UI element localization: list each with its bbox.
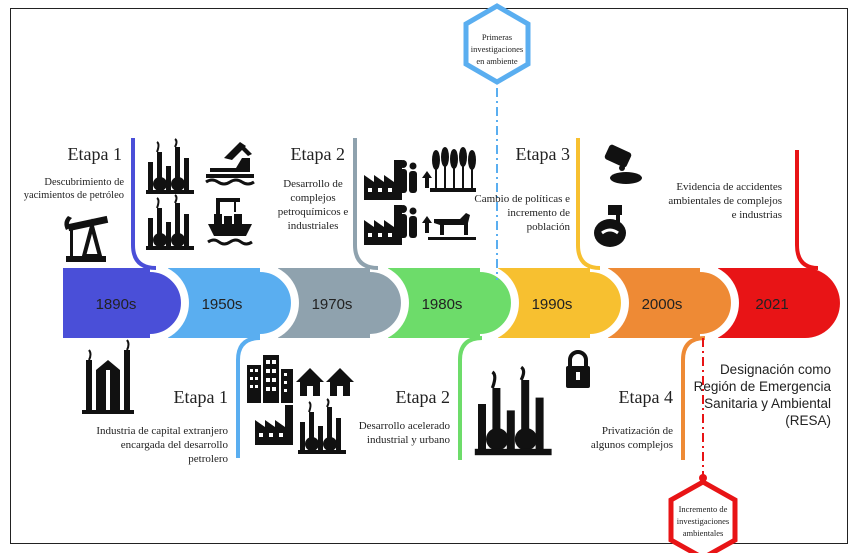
top-etapa1-line1: Descubrimiento de — [44, 177, 124, 188]
year-label-1970s: 1970s — [312, 296, 353, 313]
wheat-crop-icon — [429, 147, 477, 193]
factory-icon — [364, 160, 402, 200]
resa-line2: Región de Emergencia — [694, 379, 832, 394]
timeline-segment-1980s — [388, 264, 519, 342]
resa-line1: Designación como — [720, 362, 831, 377]
year-label-1980s: 1980s — [422, 296, 463, 313]
evidencia-line1: Evidencia de accidentes — [676, 181, 782, 193]
city-buildings-icon — [247, 355, 293, 403]
refinery-icon — [145, 138, 195, 195]
timeline-segment-2021 — [718, 268, 840, 338]
top-etapa1-title: Etapa 1 — [68, 144, 122, 164]
bottom-etapa4-block: Etapa 4 Privatización de algunos complej… — [591, 387, 673, 451]
diagram-frame — [10, 8, 848, 544]
timeline-segment-1990s — [498, 264, 629, 342]
year-label-1990s: 1990s — [532, 296, 573, 313]
timeline-segment-1890s — [63, 264, 189, 342]
port-ship-icon — [207, 198, 253, 246]
bottom-etapa4-title: Etapa 4 — [619, 387, 673, 407]
year-label-1950s: 1950s — [202, 296, 243, 313]
houses-icon — [326, 368, 354, 396]
bottom-etapa1-line3: petrolero — [188, 453, 228, 465]
oil-spill-icon — [604, 144, 642, 184]
factory-icon — [364, 205, 402, 245]
top-etapa1-block: Etapa 1 Descubrimiento de yacimientos de… — [24, 144, 125, 201]
top-etapa2-block: Etapa 2 Desarrollo de complejos petroquí… — [278, 144, 349, 232]
houses-icon — [296, 368, 324, 396]
evidencia-line2: ambientales de complejos — [668, 195, 782, 207]
top-etapa3-block: Etapa 3 Cambio de políticas e incremento… — [474, 144, 570, 233]
excavator-icon — [205, 142, 255, 186]
refinery-icon — [145, 194, 195, 251]
hex-bottom-line2: investigaciones — [677, 516, 729, 526]
timeline-band — [63, 264, 840, 342]
livestock-icon — [428, 213, 476, 240]
hex-top-line2: investigaciones — [471, 44, 523, 54]
top-etapa2-line4: industriales — [288, 220, 339, 232]
timeline-segment-1970s — [278, 264, 409, 342]
hex-top-primeras-investigaciones: Primeras investigaciones en ambiente — [463, 3, 531, 85]
bottom-etapa4-line1: Privatización de — [602, 425, 673, 437]
bottom-etapa4-line2: algunos complejos — [591, 439, 673, 451]
top-etapa3-line2: incremento de — [507, 207, 570, 219]
connector-lines — [131, 88, 819, 482]
bottom-etapa1-line2: encargada del desarrollo — [121, 439, 229, 451]
bottom-etapa2-title: Etapa 2 — [396, 387, 450, 407]
timeline-segment-1950s — [168, 264, 299, 342]
year-label-2000s: 2000s — [642, 296, 683, 313]
hex-top-line3: en ambiente — [476, 56, 518, 66]
refinery-icon — [82, 339, 134, 414]
top-etapa2-line2: complejos — [290, 192, 335, 204]
hex-bottom-incremento-investigaciones: Incremento de investigaciones ambientale… — [668, 479, 738, 553]
hex-bottom-line3: ambientales — [683, 528, 724, 538]
bottom-etapa1-title: Etapa 1 — [174, 387, 228, 407]
people-growth-icon — [399, 205, 432, 238]
oil-pump-icon — [64, 215, 109, 262]
hex-top-line1: Primeras — [482, 32, 512, 42]
bottom-etapa1-line1: Industria de capital extranjero — [96, 425, 228, 437]
padlock-icon — [566, 350, 590, 388]
resa-line3: Sanitaria y Ambiental — [704, 396, 831, 411]
top-etapa3-title: Etapa 3 — [516, 144, 570, 164]
top-etapa2-line1: Desarrollo de — [283, 178, 343, 190]
year-label-1890s: 1890s — [96, 296, 137, 313]
waste-pipe-icon — [594, 205, 626, 247]
top-evidencia-block: Evidencia de accidentes ambientales de c… — [668, 181, 782, 221]
timeline-segment-2000s — [608, 264, 739, 342]
refinery-icon — [297, 398, 347, 455]
bottom-etapa2-line2: industrial y urbano — [367, 434, 451, 446]
top-etapa2-line3: petroquímicos e — [278, 206, 349, 218]
top-etapa3-line3: población — [527, 221, 571, 233]
factory-icon — [255, 405, 293, 445]
bottom-etapa2-block: Etapa 2 Desarrollo acelerado industrial … — [359, 387, 451, 446]
refinery-icon — [473, 365, 554, 457]
hex-bottom-line1: Incremento de — [679, 504, 728, 514]
people-growth-icon — [399, 160, 432, 193]
bottom-etapa1-block: Etapa 1 Industria de capital extranjero … — [96, 387, 228, 465]
top-etapa2-title: Etapa 2 — [291, 144, 345, 164]
bottom-resa-block: Designación como Región de Emergencia Sa… — [694, 362, 832, 428]
top-etapa3-line1: Cambio de políticas e — [474, 193, 570, 205]
top-etapa1-line2: yacimientos de petróleo — [24, 190, 124, 201]
year-label-2021: 2021 — [755, 296, 788, 313]
resa-line4: (RESA) — [785, 413, 831, 428]
bottom-etapa2-line1: Desarrollo acelerado — [359, 420, 451, 432]
evidencia-line3: e industrias — [732, 209, 782, 221]
